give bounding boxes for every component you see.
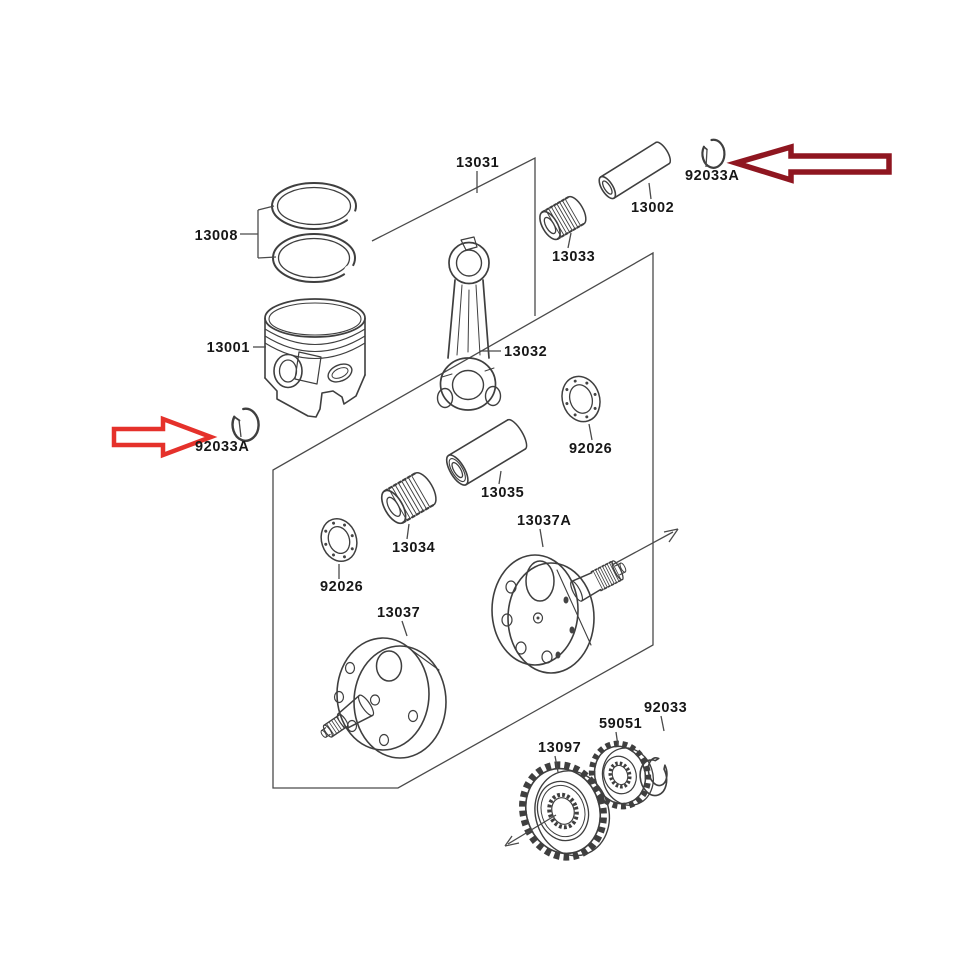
thrust-washer-lower bbox=[320, 517, 358, 563]
small-end-needle-bearing bbox=[539, 195, 587, 241]
maroon-arrow-left-icon bbox=[726, 143, 892, 184]
label-13008: 13008 bbox=[195, 228, 238, 244]
assembly-arrow-up-right bbox=[611, 528, 679, 566]
red-arrow-right-icon bbox=[111, 415, 218, 459]
label-59051: 59051 bbox=[599, 716, 642, 732]
label-13031: 13031 bbox=[456, 155, 499, 171]
label-92033a-right: 92033A bbox=[685, 168, 739, 184]
label-92033a-left: 92033A bbox=[195, 439, 249, 455]
leader-lines bbox=[238, 149, 708, 773]
label-13032: 13032 bbox=[504, 344, 547, 360]
piston-pin-clip-left bbox=[231, 407, 260, 442]
connecting-rod bbox=[436, 236, 502, 411]
label-13033: 13033 bbox=[552, 249, 595, 265]
panel-upper-outline bbox=[371, 156, 536, 316]
label-92026-lower: 92026 bbox=[320, 579, 363, 595]
piston bbox=[264, 298, 366, 418]
label-13037: 13037 bbox=[377, 605, 420, 621]
thrust-washer-upper bbox=[561, 375, 601, 423]
label-13034: 13034 bbox=[392, 540, 435, 556]
panel-lower-outline bbox=[272, 251, 654, 789]
piston-rings bbox=[271, 182, 359, 283]
crank-pin bbox=[445, 418, 528, 486]
snap-ring bbox=[639, 757, 668, 797]
part-number-labels: 13031 13008 13001 92033A 13032 13033 130… bbox=[195, 155, 739, 756]
crank-half-right bbox=[491, 528, 679, 674]
label-13035: 13035 bbox=[481, 485, 524, 501]
gear-large bbox=[519, 761, 611, 861]
label-13001: 13001 bbox=[207, 340, 250, 356]
label-13097: 13097 bbox=[538, 740, 581, 756]
label-13037a: 13037A bbox=[517, 513, 571, 529]
piston-pin-clip-right bbox=[701, 138, 726, 169]
piston-rings-bracket bbox=[240, 205, 277, 259]
crank-half-left bbox=[320, 637, 447, 759]
label-92026-upper: 92026 bbox=[569, 441, 612, 457]
label-13002: 13002 bbox=[631, 200, 674, 216]
label-92033: 92033 bbox=[644, 700, 687, 716]
big-end-needle-bearing bbox=[380, 472, 437, 525]
piston-pin bbox=[598, 141, 672, 200]
assembly-arrow-down-left bbox=[504, 814, 557, 847]
